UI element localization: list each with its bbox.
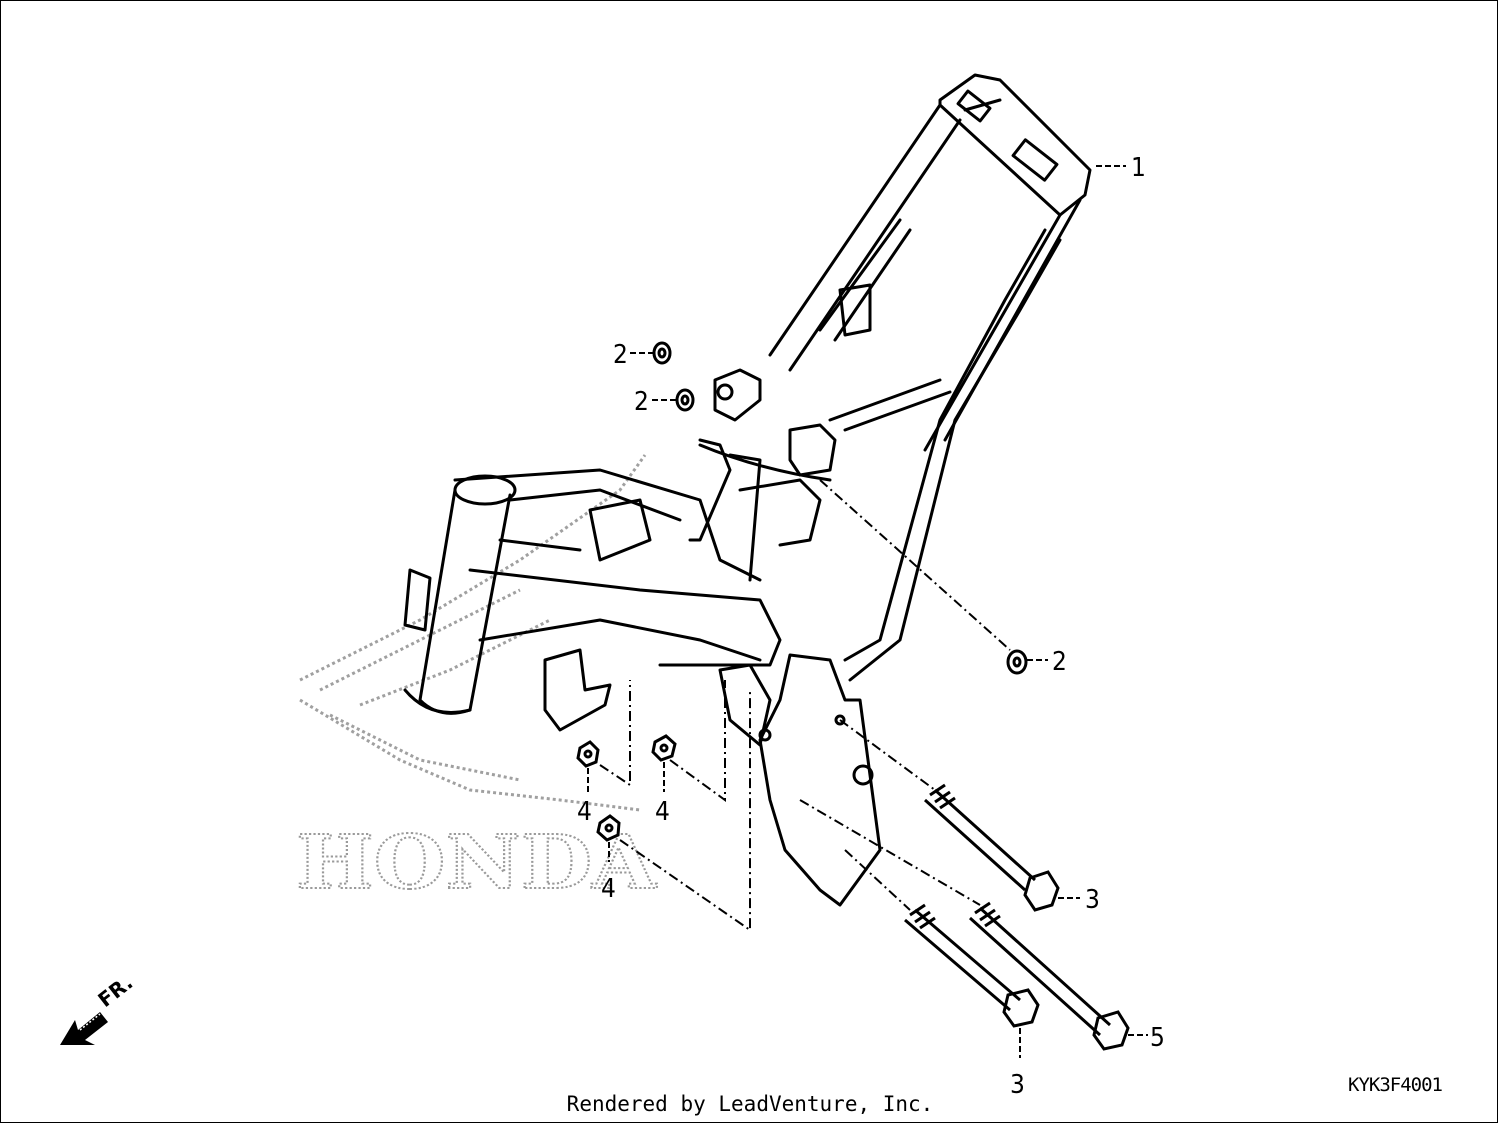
callout-2-upper-a: 2	[613, 340, 628, 370]
honda-wing-watermark	[299, 454, 647, 812]
nut-left-a	[576, 740, 600, 768]
callout-3-upper: 3	[1085, 885, 1100, 915]
nut-left-b	[651, 734, 677, 762]
callout-4-b: 4	[655, 797, 670, 827]
callout-4-c: 4	[601, 874, 616, 904]
alignment-lines	[599, 479, 1011, 932]
callout-3-lower: 3	[1010, 1070, 1025, 1100]
bolt-upper	[923, 783, 1060, 912]
callout-1: 1	[1131, 153, 1146, 183]
footer-credit: Rendered by LeadVenture, Inc.	[566, 1092, 934, 1116]
bolt-lower	[904, 903, 1040, 1028]
part-code: KYK3F4001	[1348, 1074, 1443, 1096]
leader-lines	[587, 165, 1148, 1058]
nut-left-c	[596, 814, 621, 842]
front-direction-label: FR.	[93, 970, 137, 1012]
bolt-long	[968, 901, 1130, 1051]
callout-5: 5	[1150, 1023, 1165, 1053]
callout-4-a: 4	[577, 797, 592, 827]
callout-2-upper-b: 2	[634, 387, 649, 417]
nut-right	[1006, 649, 1028, 675]
nut-upper-a	[652, 341, 672, 365]
callout-2-right: 2	[1052, 647, 1067, 677]
frame-body	[403, 73, 1092, 907]
front-direction-arrow-icon	[60, 1012, 108, 1045]
nut-upper-b	[675, 388, 695, 412]
